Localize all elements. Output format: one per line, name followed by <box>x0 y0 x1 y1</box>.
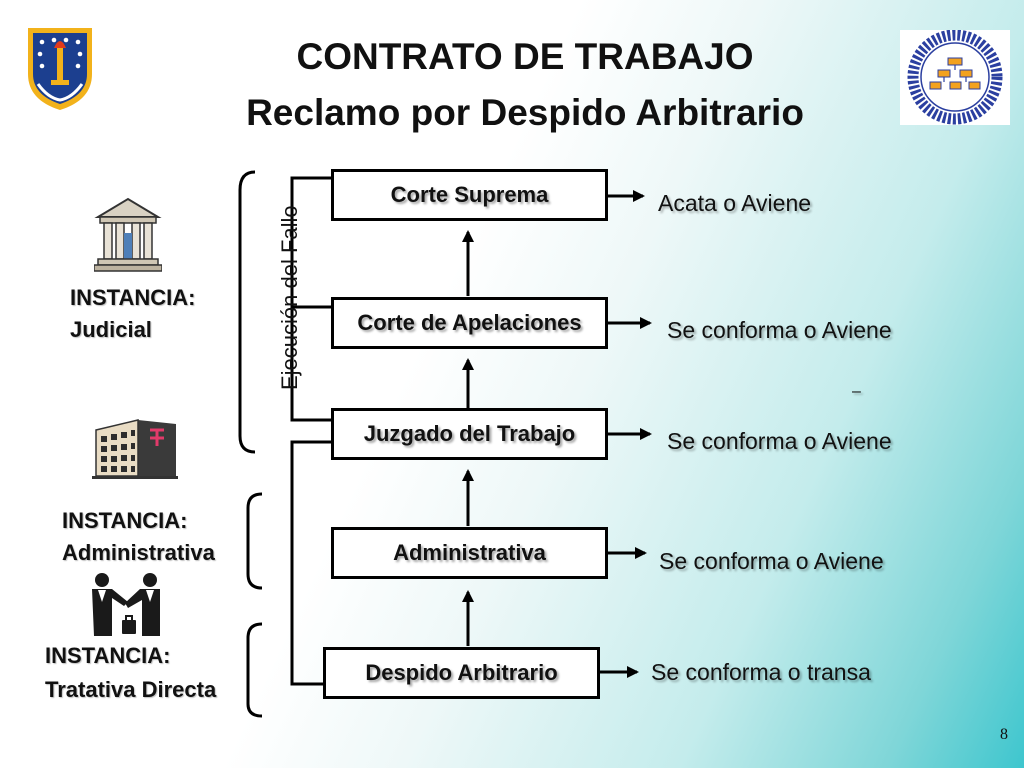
bracket-administrativa <box>246 492 263 590</box>
instance-tratativa-heading: INSTANCIA: <box>45 643 171 668</box>
box-administrativa: Administrativa <box>331 527 608 579</box>
instance-administrativa-name: Administrativa <box>62 540 215 565</box>
faculty-seal-icon <box>900 29 1010 125</box>
instance-tratativa-name: Tratativa Directa <box>45 677 217 702</box>
box-juzgado-trabajo: Juzgado del Trabajo <box>331 408 608 460</box>
result-corte-apelaciones: Se conforma o Aviene <box>667 317 892 343</box>
slide-title-line1: CONTRATO DE TRABAJO <box>296 36 754 77</box>
instance-judicial-name: Judicial <box>70 317 152 342</box>
box-corte-suprema-label: Corte Suprema <box>390 182 549 207</box>
box-corte-apelaciones-label: Corte de Apelaciones <box>357 310 582 335</box>
stray-dash-mark: – <box>852 383 861 400</box>
page-number: 8 <box>1000 726 1008 743</box>
box-corte-apelaciones: Corte de Apelaciones <box>331 297 608 349</box>
office-building-icon <box>92 418 178 480</box>
bracket-tratativa <box>246 622 263 718</box>
instance-administrativa-heading: INSTANCIA: <box>62 508 188 533</box>
slide-title-line2: Reclamo por Despido Arbitrario <box>246 92 804 133</box>
result-administrativa: Se conforma o Aviene <box>659 548 884 574</box>
connector-top-bracket <box>290 176 333 422</box>
box-administrativa-label: Administrativa <box>393 540 546 565</box>
handshake-icon <box>84 572 170 638</box>
box-juzgado-trabajo-label: Juzgado del Trabajo <box>363 421 576 446</box>
result-corte-suprema: Acata o Aviene <box>658 190 812 216</box>
connector-bottom-bracket <box>290 440 333 686</box>
result-juzgado-trabajo: Se conforma o Aviene <box>667 428 892 454</box>
box-despido-arbitrario: Despido Arbitrario <box>323 647 600 699</box>
instance-judicial-heading: INSTANCIA: <box>70 285 196 310</box>
courthouse-icon <box>93 195 163 273</box>
box-corte-suprema: Corte Suprema <box>331 169 608 221</box>
box-despido-arbitrario-label: Despido Arbitrario <box>365 660 558 685</box>
university-crest-icon <box>24 24 96 112</box>
bracket-judicial <box>238 170 256 454</box>
ejecucion-fallo-label: Ejecución del Fallo <box>277 205 302 390</box>
result-despido-arbitrario: Se conforma o transa <box>651 659 871 685</box>
